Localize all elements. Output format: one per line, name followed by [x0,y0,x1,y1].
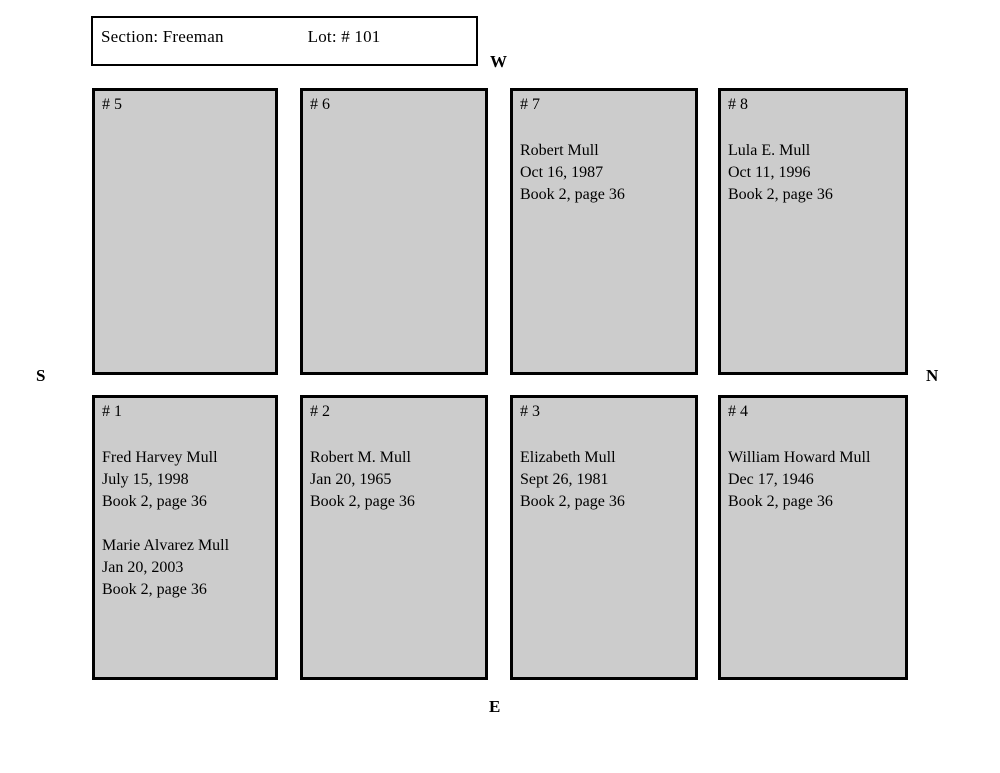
plot-number-label: # 8 [728,96,748,113]
plot-6[interactable]: # 6 [300,88,488,375]
plot-7[interactable]: # 7 Robert Mull Oct 16, 1987 Book 2, pag… [510,88,698,375]
compass-east-label: E [489,697,501,716]
plot-2[interactable]: # 2 Robert M. Mull Jan 20, 1965 Book 2, … [300,395,488,680]
burial-date: Sept 26, 1981 [520,471,609,488]
burial-reference: Book 2, page 36 [102,581,207,598]
plot-number-label: # 2 [310,403,330,420]
plot-1[interactable]: # 1 Fred Harvey Mull July 15, 1998 Book … [92,395,278,680]
burial-name: Fred Harvey Mull [102,449,218,466]
burial-date: Oct 11, 1996 [728,164,811,181]
plot-5[interactable]: # 5 [92,88,278,375]
plot-entries: Elizabeth Mull Sept 26, 1981 Book 2, pag… [520,447,690,513]
burial-date: July 15, 1998 [102,471,189,488]
burial-reference: Book 2, page 36 [520,186,625,203]
burial-name: William Howard Mull [728,449,871,466]
burial-entry: Robert M. Mull Jan 20, 1965 Book 2, page… [310,447,480,513]
compass-west-label: W [490,52,507,71]
plot-8[interactable]: # 8 Lula E. Mull Oct 11, 1996 Book 2, pa… [718,88,908,375]
burial-entry: Robert Mull Oct 16, 1987 Book 2, page 36 [520,140,690,206]
plot-number-label: # 1 [102,403,122,420]
burial-reference: Book 2, page 36 [728,493,833,510]
burial-name: Marie Alvarez Mull [102,537,230,554]
burial-date: Dec 17, 1946 [728,471,814,488]
burial-date: Oct 16, 1987 [520,164,604,181]
burial-name: Robert Mull [520,142,599,159]
burial-date: Jan 20, 1965 [310,471,392,488]
burial-entry: William Howard Mull Dec 17, 1946 Book 2,… [728,447,900,513]
plot-entries: Fred Harvey Mull July 15, 1998 Book 2, p… [102,447,270,601]
lot-number-label: Lot: # 101 [307,27,381,46]
plot-number-label: # 5 [102,96,122,113]
section-label: Section: Freeman [101,27,224,46]
lot-header-box: Section: Freeman Lot: # 101 [91,16,478,66]
lot-header-row: Section: Freeman Lot: # 101 [93,24,476,50]
burial-name: Lula E. Mull [728,142,811,159]
plot-entries: Lula E. Mull Oct 11, 1996 Book 2, page 3… [728,140,900,206]
burial-reference: Book 2, page 36 [102,493,207,510]
plot-number-label: # 4 [728,403,748,420]
plot-number-label: # 7 [520,96,540,113]
burial-reference: Book 2, page 36 [310,493,415,510]
plot-entries: William Howard Mull Dec 17, 1946 Book 2,… [728,447,900,513]
burial-reference: Book 2, page 36 [728,186,833,203]
compass-north-label: N [926,366,939,385]
burial-entry: Fred Harvey Mull July 15, 1998 Book 2, p… [102,447,270,513]
burial-entry: Lula E. Mull Oct 11, 1996 Book 2, page 3… [728,140,900,206]
burial-entry: Marie Alvarez Mull Jan 20, 2003 Book 2, … [102,535,270,601]
plot-entries: Robert M. Mull Jan 20, 1965 Book 2, page… [310,447,480,513]
plot-number-label: # 6 [310,96,330,113]
compass-south-label: S [36,366,46,385]
burial-entry: Elizabeth Mull Sept 26, 1981 Book 2, pag… [520,447,690,513]
plot-4[interactable]: # 4 William Howard Mull Dec 17, 1946 Boo… [718,395,908,680]
burial-date: Jan 20, 2003 [102,559,184,576]
plot-number-label: # 3 [520,403,540,420]
burial-name: Elizabeth Mull [520,449,616,466]
burial-reference: Book 2, page 36 [520,493,625,510]
burial-name: Robert M. Mull [310,449,411,466]
plot-entries: Robert Mull Oct 16, 1987 Book 2, page 36 [520,140,690,206]
plot-3[interactable]: # 3 Elizabeth Mull Sept 26, 1981 Book 2,… [510,395,698,680]
